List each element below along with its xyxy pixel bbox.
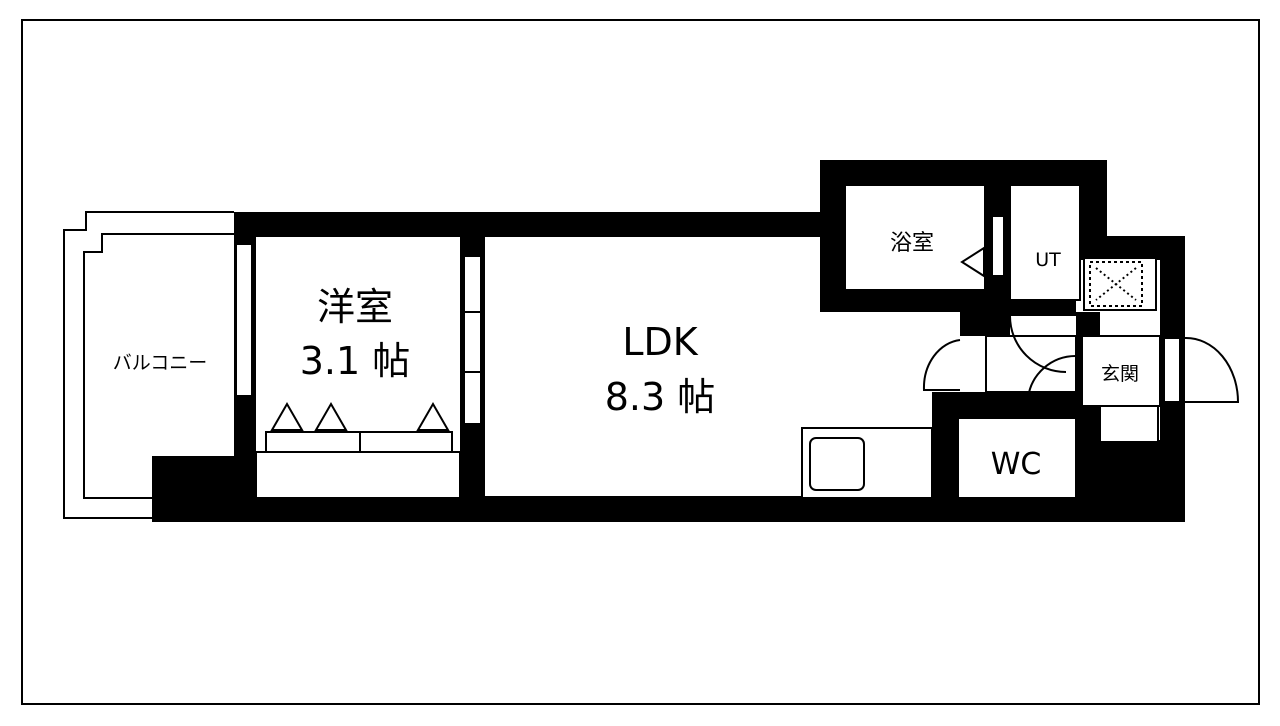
door-swings xyxy=(922,315,1240,403)
ldk-size: 8.3 帖 xyxy=(605,375,716,419)
entrance-label: 玄関 xyxy=(1101,363,1139,385)
entrance-step xyxy=(1099,405,1159,443)
bathroom-area xyxy=(844,184,986,291)
toilet-label: WC xyxy=(991,447,1042,482)
kitchen-sink xyxy=(809,437,865,491)
utility-label: UT xyxy=(1035,249,1061,271)
frame-border xyxy=(21,19,1260,705)
closet xyxy=(255,451,461,499)
closet-hangers xyxy=(270,401,450,431)
bath-fixture xyxy=(960,246,985,278)
room-interiors xyxy=(255,184,1161,499)
toilet-area xyxy=(957,417,1077,499)
washer-pan xyxy=(1089,261,1143,307)
bathroom-label: 浴室 xyxy=(890,231,934,256)
corridor-area xyxy=(985,335,1077,393)
balcony-label: バルコニー xyxy=(113,352,208,374)
utility-area xyxy=(1009,184,1081,301)
western-room-name: 洋室 xyxy=(317,285,393,329)
balcony xyxy=(63,211,234,519)
entrance-area xyxy=(1081,335,1161,407)
western-room-size: 3.1 帖 xyxy=(300,339,411,383)
ldk-name: LDK xyxy=(622,320,698,364)
